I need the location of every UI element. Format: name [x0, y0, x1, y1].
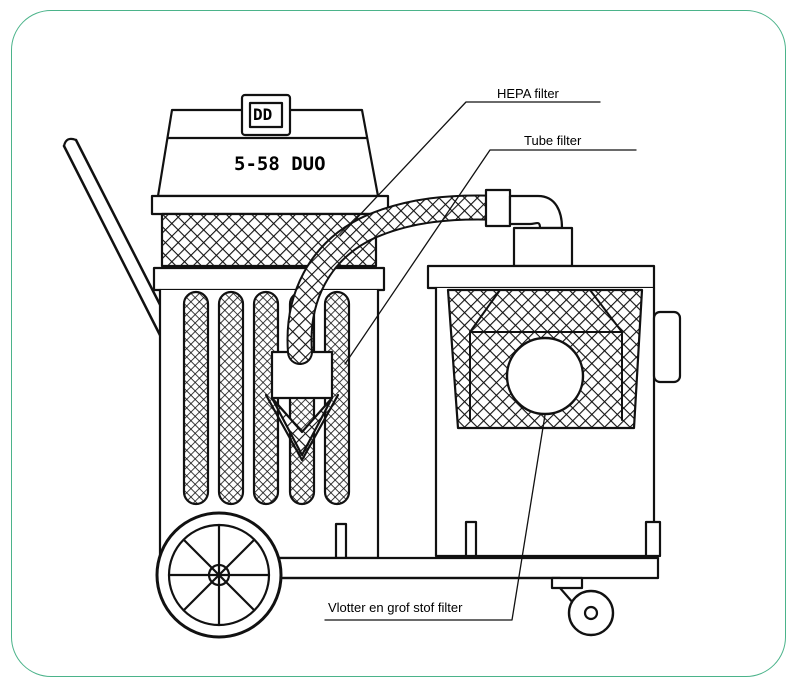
left-tank [158, 288, 380, 560]
badge-text: DD [253, 105, 273, 124]
callout-hepa-filter: HEPA filter [497, 86, 559, 101]
flex-hose [286, 188, 564, 365]
leader-lines [324, 101, 637, 621]
callout-float-filter: Vlotter en grof stof filter [328, 600, 463, 615]
motor-head [150, 93, 390, 292]
model-label: 5-58 DUO [234, 153, 326, 175]
caster-wheel [550, 576, 615, 637]
right-tank [426, 226, 682, 558]
rear-wheel [155, 511, 283, 639]
callout-tube-filter: Tube filter [524, 133, 582, 148]
